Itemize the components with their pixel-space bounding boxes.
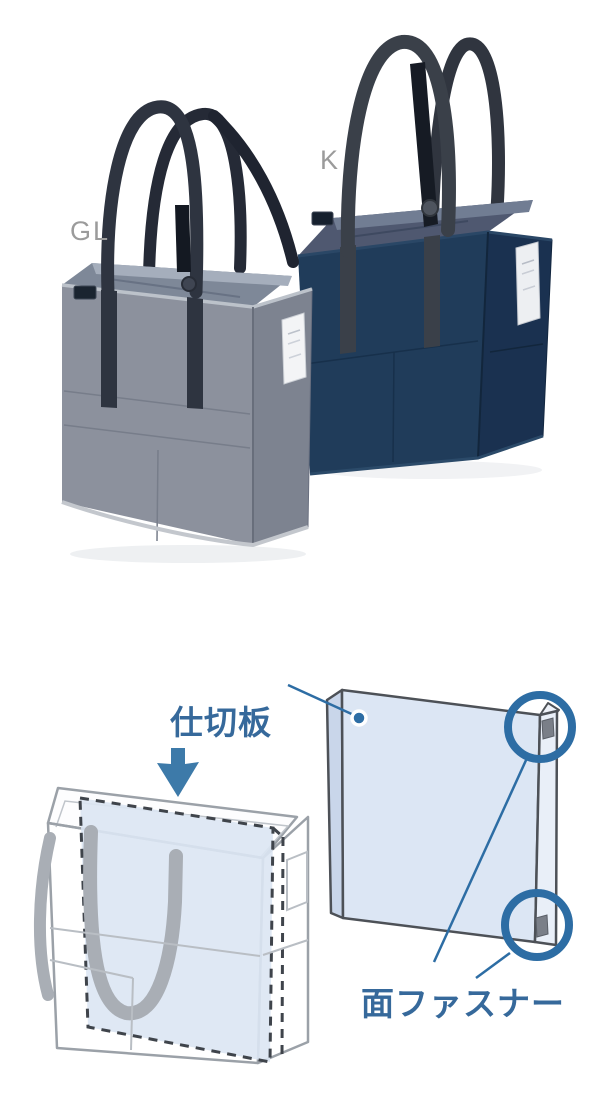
velcro-patch-bottom [535,914,549,938]
fastener-label: 面ファスナー [361,985,565,1022]
card-pocket-text [287,339,301,345]
front-strap [424,235,440,348]
navy-bag-photo [297,35,553,479]
card-pocket-text [521,269,535,275]
handle [340,35,456,258]
card-pocket [515,241,541,326]
callout-line-fastener [475,951,511,980]
card-pocket [286,850,308,912]
divider-thickness-dash [271,826,285,839]
closure-strap [410,62,438,227]
card-pocket-text [288,353,302,359]
callout-line-divider [287,683,357,718]
front-strap [101,290,117,408]
snap-button [421,199,439,217]
closure-strap [175,205,191,272]
bag-label-gl: GL [70,216,111,246]
divider-panel-illustration [287,683,576,980]
handle [143,108,247,282]
divider-thickness-dash [280,836,285,1057]
card-pocket-text [521,259,535,265]
divider-label: 仕切板 [170,704,272,741]
gray-bag-photo [61,100,313,563]
snap-button [181,276,197,292]
bottom-piping [309,434,544,476]
pocket-seam [262,939,309,956]
insert-arrow-icon [157,748,199,797]
panel-left-flap [325,688,345,920]
front-edge-seam [477,231,489,459]
pocket-seam [392,351,395,463]
highlight-circle-top [504,691,576,763]
handle [101,100,204,301]
product-photo [61,35,553,563]
pocket-seam [130,977,134,1051]
bag-label-k: K [320,145,341,175]
card-pocket-text [522,285,536,291]
bottom-piping [61,500,309,548]
pocket-seam [49,959,134,979]
pocket-seam [63,424,251,449]
handle [83,825,183,1021]
handle [208,110,299,268]
brand-tag [73,285,97,300]
front-strap [340,245,356,354]
brand-tag [311,211,334,226]
callout-dot [350,709,368,727]
pocket-seam [489,343,544,353]
front-strap [187,297,203,409]
pocket-seam [63,390,251,415]
handle [425,37,505,252]
bag-outline-illustration [33,748,310,1065]
callout-line-fastener [432,757,529,963]
panel-spine [533,709,559,947]
bag-shadow [70,545,306,563]
pocket-seam [304,340,479,365]
insert-diagram [33,683,576,1065]
velcro-patch-top [541,717,555,740]
handle [33,832,56,1001]
pocket-seam [49,927,261,957]
card-pocket-text [287,329,301,335]
pocket-seam [156,449,159,542]
card-pocket [281,312,307,385]
highlight-circle-bottom [501,889,573,961]
inner-divider-edge [101,277,241,298]
